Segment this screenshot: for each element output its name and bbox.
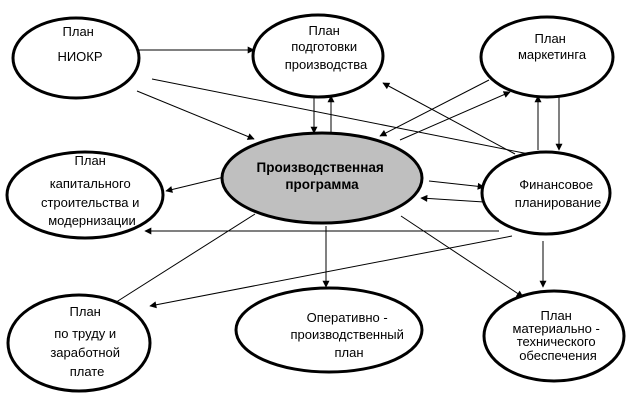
node-mto: План материально - технического обеспече… [482, 289, 626, 383]
node-labor-shape [6, 293, 152, 393]
edge-marketing-to-center [379, 79, 490, 137]
edge-finance-to-prod-prep [382, 82, 516, 155]
edge-niokr-to-finance [151, 78, 540, 159]
node-marketing-label: План маркетинга [518, 31, 587, 62]
node-labor-label: План по труду и заработной плате [50, 304, 123, 379]
node-marketing-shape [479, 15, 615, 99]
node-capital-shape [5, 150, 165, 240]
edge-finance-to-center [420, 194, 485, 203]
edge-center-to-marketing [399, 91, 511, 141]
edge-center-to-mto [400, 215, 524, 298]
node-finance: Финансовое планирование [480, 150, 612, 236]
node-center: Производственная программа [220, 131, 424, 225]
edges [109, 46, 563, 309]
node-operative: Оперативно - производственный план [234, 286, 424, 374]
edge-center-to-labor [109, 213, 256, 307]
node-center-label: Производственная программа [257, 160, 388, 192]
node-finance-label: Финансовое планирование [515, 177, 601, 210]
node-marketing: План маркетинга [479, 15, 615, 99]
edge-finance-to-labor [149, 235, 513, 309]
node-center-shape [220, 131, 424, 225]
edge-center-to-finance [428, 180, 485, 190]
node-prod-prep-shape [251, 13, 385, 99]
edge-center-to-capital [165, 176, 225, 193]
node-operative-label: Оперативно - производственный план [290, 310, 407, 360]
node-finance-shape [480, 150, 612, 236]
node-labor: План по труду и заработной плате [6, 293, 152, 393]
node-mto-shape [482, 289, 626, 383]
node-niokr-shape [11, 16, 141, 100]
node-mto-label: План материально - технического обеспече… [513, 308, 604, 363]
node-operative-shape [234, 286, 424, 374]
node-niokr-label: План НИОКР [57, 24, 102, 64]
node-capital-label: План капитального строительства и модерн… [41, 153, 143, 228]
node-prod-prep-label: План подготовки производства [285, 23, 368, 72]
edge-niokr-to-center [136, 90, 255, 140]
node-prod-prep: План подготовки производства [251, 13, 385, 99]
node-capital: План капитального строительства и модерн… [5, 150, 165, 240]
node-niokr: План НИОКР [11, 16, 141, 100]
